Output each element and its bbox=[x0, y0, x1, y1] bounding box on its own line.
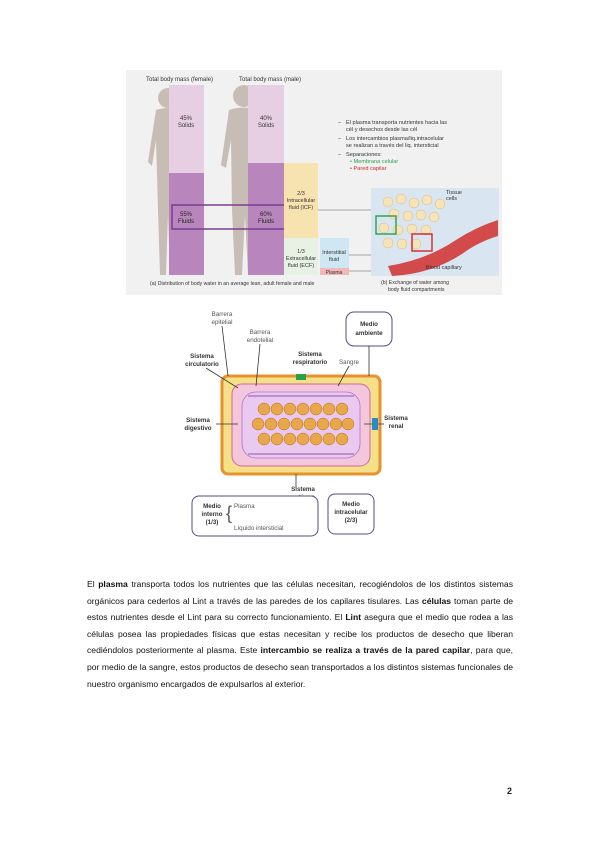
svg-text:Extracellular: Extracellular bbox=[286, 256, 316, 262]
svg-text:Solids: Solids bbox=[258, 123, 274, 129]
body-paragraph: El plasma transporta todos los nutriente… bbox=[87, 579, 514, 689]
svg-text:circulatorio: circulatorio bbox=[185, 361, 219, 368]
interstitial-bar bbox=[320, 238, 349, 268]
svg-text:Barrera: Barrera bbox=[212, 311, 233, 318]
ecf-bar bbox=[284, 238, 318, 275]
respiratory-exchange-marker bbox=[296, 374, 306, 380]
page-number: 2 bbox=[507, 786, 513, 796]
svg-text:(2/3): (2/3) bbox=[345, 517, 358, 524]
body-fluid-figure: Total body mass (female) 45% Solids 55% … bbox=[126, 70, 502, 295]
plasma-bar bbox=[320, 268, 349, 275]
male-fluids-bar bbox=[248, 163, 284, 275]
svg-text:60%: 60% bbox=[260, 212, 273, 218]
svg-text:1/3: 1/3 bbox=[297, 249, 305, 255]
svg-text:Tissue: Tissue bbox=[446, 190, 462, 196]
svg-text:Interstitial: Interstitial bbox=[322, 250, 346, 256]
female-solids-bar bbox=[169, 85, 204, 173]
svg-text:Blood capillary: Blood capillary bbox=[426, 265, 462, 271]
svg-text:–: – bbox=[338, 152, 342, 158]
svg-text:55%: 55% bbox=[180, 212, 193, 218]
male-solids-bar bbox=[248, 85, 284, 163]
svg-text:Sistema: Sistema bbox=[190, 353, 214, 360]
svg-text:digestivo: digestivo bbox=[184, 425, 211, 432]
svg-text:Intracellular: Intracellular bbox=[287, 198, 316, 204]
male-title: Total body mass (male) bbox=[239, 77, 301, 83]
svg-text:(1/3): (1/3) bbox=[206, 519, 219, 526]
svg-text:Sistema: Sistema bbox=[298, 351, 322, 358]
renal-exchange-marker bbox=[372, 418, 378, 430]
svg-text:Medio: Medio bbox=[342, 501, 360, 508]
blood-capillary bbox=[388, 220, 498, 276]
svg-text:intracelular: intracelular bbox=[334, 509, 368, 516]
svg-text:se realizan a través del liq.: se realizan a través del liq. interstici… bbox=[346, 143, 439, 149]
svg-text:• Pared capilar: • Pared capilar bbox=[350, 166, 387, 172]
medio-ambiente-box bbox=[345, 311, 393, 347]
svg-text:fluid (ECF): fluid (ECF) bbox=[288, 263, 314, 269]
svg-text:–: – bbox=[338, 120, 342, 126]
svg-text:Plasma: Plasma bbox=[326, 270, 343, 276]
svg-text:Sistema: Sistema bbox=[291, 486, 315, 493]
svg-text:2/3: 2/3 bbox=[297, 191, 305, 197]
svg-text:Barrera: Barrera bbox=[250, 329, 271, 336]
svg-text:–: – bbox=[338, 136, 342, 142]
svg-text:(b) Exchange of water among: (b) Exchange of water among bbox=[381, 280, 449, 286]
svg-text:Líquido intersticial: Líquido intersticial bbox=[234, 525, 284, 532]
internal-medium-diagram: Barrera epitelial Barrera endotelial Med… bbox=[184, 311, 408, 537]
svg-text:El plasma transporta nutriente: El plasma transporta nutrientes hacia la… bbox=[346, 120, 447, 126]
svg-text:Los intercambios plasma/liq.in: Los intercambios plasma/liq.intracelular bbox=[346, 136, 444, 142]
svg-text:45%: 45% bbox=[180, 116, 193, 122]
svg-text:{: { bbox=[226, 503, 232, 523]
svg-text:endotelial: endotelial bbox=[247, 337, 274, 344]
svg-text:Sistema: Sistema bbox=[384, 415, 408, 422]
icf-bar bbox=[284, 163, 318, 238]
medio-interno-box bbox=[191, 495, 319, 537]
svg-text:Solids: Solids bbox=[178, 123, 194, 129]
svg-text:fluid (ICF): fluid (ICF) bbox=[289, 205, 313, 211]
svg-text:Medio: Medio bbox=[203, 503, 221, 510]
svg-text:respiratorio: respiratorio bbox=[293, 359, 328, 366]
svg-text:Sistema: Sistema bbox=[186, 417, 210, 424]
svg-text:fluid: fluid bbox=[329, 257, 339, 263]
svg-text:Separaciones:: Separaciones: bbox=[346, 152, 382, 158]
female-fluids-bar bbox=[169, 173, 204, 275]
svg-text:Sangre: Sangre bbox=[339, 359, 360, 366]
svg-text:epitelial: epitelial bbox=[212, 319, 233, 326]
svg-text:Fluids: Fluids bbox=[178, 219, 194, 225]
svg-text:Fluids: Fluids bbox=[258, 219, 274, 225]
svg-text:cells: cells bbox=[446, 196, 457, 202]
capillary-wall-box bbox=[411, 233, 433, 252]
cells-group bbox=[251, 402, 355, 446]
svg-text:Plasma: Plasma bbox=[234, 503, 255, 510]
svg-text:ambiente: ambiente bbox=[355, 330, 383, 337]
svg-text:• Membrana celular: • Membrana celular bbox=[350, 159, 398, 165]
female-title: Total body mass (female) bbox=[146, 77, 213, 83]
cell-membrane-box bbox=[375, 215, 397, 235]
svg-text:interno: interno bbox=[202, 511, 223, 518]
notes-list: – El plasma transporta nutrientes hacia … bbox=[338, 120, 447, 172]
svg-text:40%: 40% bbox=[260, 116, 273, 122]
caption-a: (a) Distribution of body water in an ave… bbox=[150, 281, 314, 287]
svg-text:Medio: Medio bbox=[360, 321, 378, 328]
medio-intracelular-box bbox=[327, 493, 375, 535]
svg-text:cél y desechos desde las cél: cél y desechos desde las cél bbox=[346, 127, 417, 133]
svg-text:renal: renal bbox=[389, 423, 404, 430]
svg-text:body fluid compartments: body fluid compartments bbox=[388, 287, 445, 293]
